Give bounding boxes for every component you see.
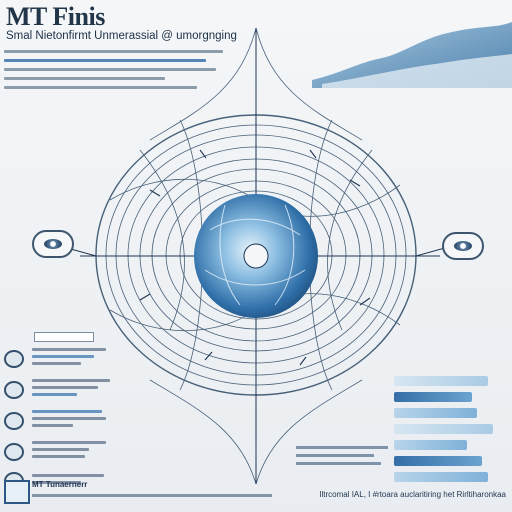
page-subtitle: Smal Nietonfirmt Unmerassial @ umorgngin… xyxy=(6,30,237,42)
level-bar xyxy=(394,424,493,434)
legend-item xyxy=(4,410,114,431)
left-legend xyxy=(4,332,114,500)
logo-icon xyxy=(4,480,30,504)
diamond-outline xyxy=(149,27,363,485)
right-node-button[interactable] xyxy=(442,232,484,260)
legend-item xyxy=(4,348,114,369)
oval-icon xyxy=(4,349,24,368)
legend-item xyxy=(4,379,114,400)
mountain-graphic xyxy=(312,22,512,88)
eye-icon xyxy=(454,241,472,251)
level-bar xyxy=(394,408,478,418)
circle-icon xyxy=(4,442,24,461)
header-text-block xyxy=(4,50,234,95)
center-caption-lines xyxy=(296,446,388,470)
level-bar xyxy=(394,456,483,466)
footer-subtext xyxy=(32,494,272,497)
footer: MT Tunaernerr Iltrcomal IAL, I #rtoara a… xyxy=(4,478,508,508)
left-node-button[interactable] xyxy=(32,230,74,258)
oval-icon xyxy=(4,411,24,430)
level-bar xyxy=(394,472,488,482)
level-bar xyxy=(394,440,467,450)
legend-header xyxy=(34,332,94,342)
eye-icon xyxy=(44,239,62,249)
footer-right-text: Iltrcomal IAL, I #rtoara auclaritiring h… xyxy=(319,490,506,499)
level-bar xyxy=(394,376,488,386)
page-title: MT Finis xyxy=(6,2,105,31)
footer-title: MT Tunaernerr xyxy=(32,480,88,489)
circle-icon xyxy=(4,380,24,399)
right-bar-panel xyxy=(394,376,498,488)
legend-item xyxy=(4,441,114,462)
level-bar xyxy=(394,392,472,402)
